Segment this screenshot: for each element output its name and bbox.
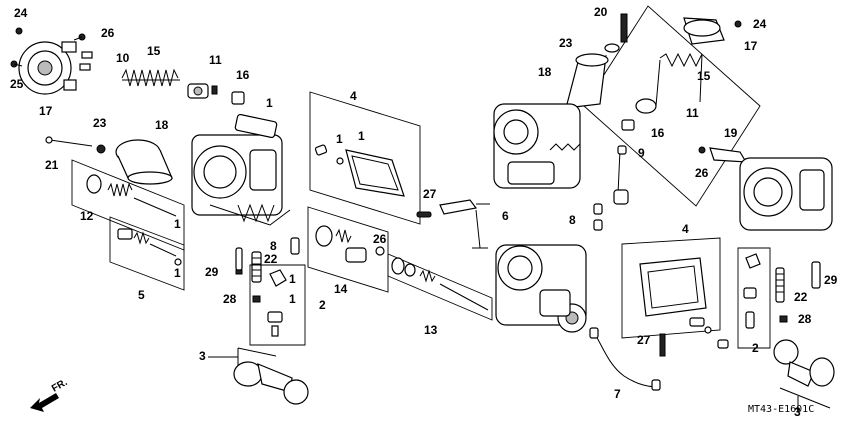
callout-1: 1 [289, 292, 296, 306]
callout-20: 20 [594, 5, 608, 19]
spring-left [121, 68, 180, 87]
callout-24: 24 [753, 17, 767, 31]
callout-22: 22 [264, 252, 278, 266]
callout-22: 22 [794, 290, 808, 304]
callout-14: 14 [334, 282, 348, 296]
carb-body-left [191, 113, 291, 226]
callout-11: 11 [209, 53, 222, 67]
callout-1: 1 [174, 217, 181, 231]
callout-6: 6 [502, 209, 509, 223]
callout-25: 25 [10, 77, 24, 91]
callout-29: 29 [824, 273, 838, 287]
callout-17: 17 [744, 39, 758, 53]
callout-27: 27 [423, 187, 437, 201]
callout-1: 1 [336, 132, 343, 146]
callout-8: 8 [270, 239, 277, 253]
callout-7: 7 [614, 387, 621, 401]
callout-28: 28 [223, 292, 237, 306]
callout-29: 29 [205, 265, 219, 279]
callout-19: 19 [724, 126, 738, 140]
callout-24: 24 [14, 6, 28, 20]
throttle-cable [589, 327, 661, 391]
callout-4: 4 [682, 222, 689, 236]
callout-17: 17 [39, 104, 53, 118]
callout-10: 10 [116, 51, 130, 65]
callout-16: 16 [651, 126, 665, 140]
link-arm-right [698, 146, 748, 163]
callout-9: 9 [638, 146, 645, 160]
callout-28: 28 [798, 312, 812, 326]
top-cover-left [18, 41, 77, 95]
callout-1: 1 [174, 266, 181, 280]
callout-21: 21 [45, 158, 59, 172]
diagram-code: MT43-E1601C [748, 404, 814, 415]
choke-link [416, 199, 490, 249]
callout-1: 1 [266, 96, 273, 110]
callout-2: 2 [752, 341, 759, 355]
pilot-screw-kit-left [235, 237, 300, 303]
screw-parts-left [10, 27, 93, 71]
carb-body-far-right [739, 157, 833, 231]
callout-18: 18 [155, 118, 169, 132]
callout-13: 13 [424, 323, 438, 337]
callout-8: 8 [569, 213, 576, 227]
callout-2: 2 [319, 298, 326, 312]
callout-1: 1 [289, 272, 296, 286]
callout-26: 26 [695, 166, 709, 180]
front-direction-arrow: FR. [30, 377, 70, 412]
gasket-kit-right [621, 237, 729, 357]
accel-pump-kit [307, 206, 389, 293]
callout-23: 23 [559, 36, 573, 50]
carb-body-center [495, 244, 587, 333]
callout-23: 23 [93, 116, 107, 130]
jet-kit-left [71, 159, 185, 291]
callout-16: 16 [236, 68, 250, 82]
callout-11: 11 [686, 106, 699, 120]
callout-1: 1 [358, 129, 365, 143]
callout-4: 4 [350, 89, 357, 103]
float-left [208, 347, 309, 405]
callout-15: 15 [147, 44, 161, 58]
float-kit-right [737, 247, 821, 349]
float-right [773, 339, 835, 410]
callout-12: 12 [80, 209, 94, 223]
funnel-left [45, 136, 173, 185]
needle-jet-kit [387, 253, 493, 321]
callout-26: 26 [101, 26, 115, 40]
front-direction-label: FR. [50, 377, 70, 395]
gasket-kit-center [309, 91, 421, 225]
callout-15: 15 [697, 69, 711, 83]
carb-body-top-right [493, 103, 581, 189]
needle-holder-left [187, 83, 245, 105]
callout-18: 18 [538, 65, 552, 79]
callout-3: 3 [794, 405, 801, 419]
callout-5: 5 [138, 288, 145, 302]
float-kit-left [249, 264, 306, 346]
vacuum-piston-kit-right [565, 5, 761, 207]
choke-rod [593, 145, 629, 231]
callout-26: 26 [373, 232, 387, 246]
callout-27: 27 [637, 333, 651, 347]
callout-3: 3 [199, 349, 206, 363]
